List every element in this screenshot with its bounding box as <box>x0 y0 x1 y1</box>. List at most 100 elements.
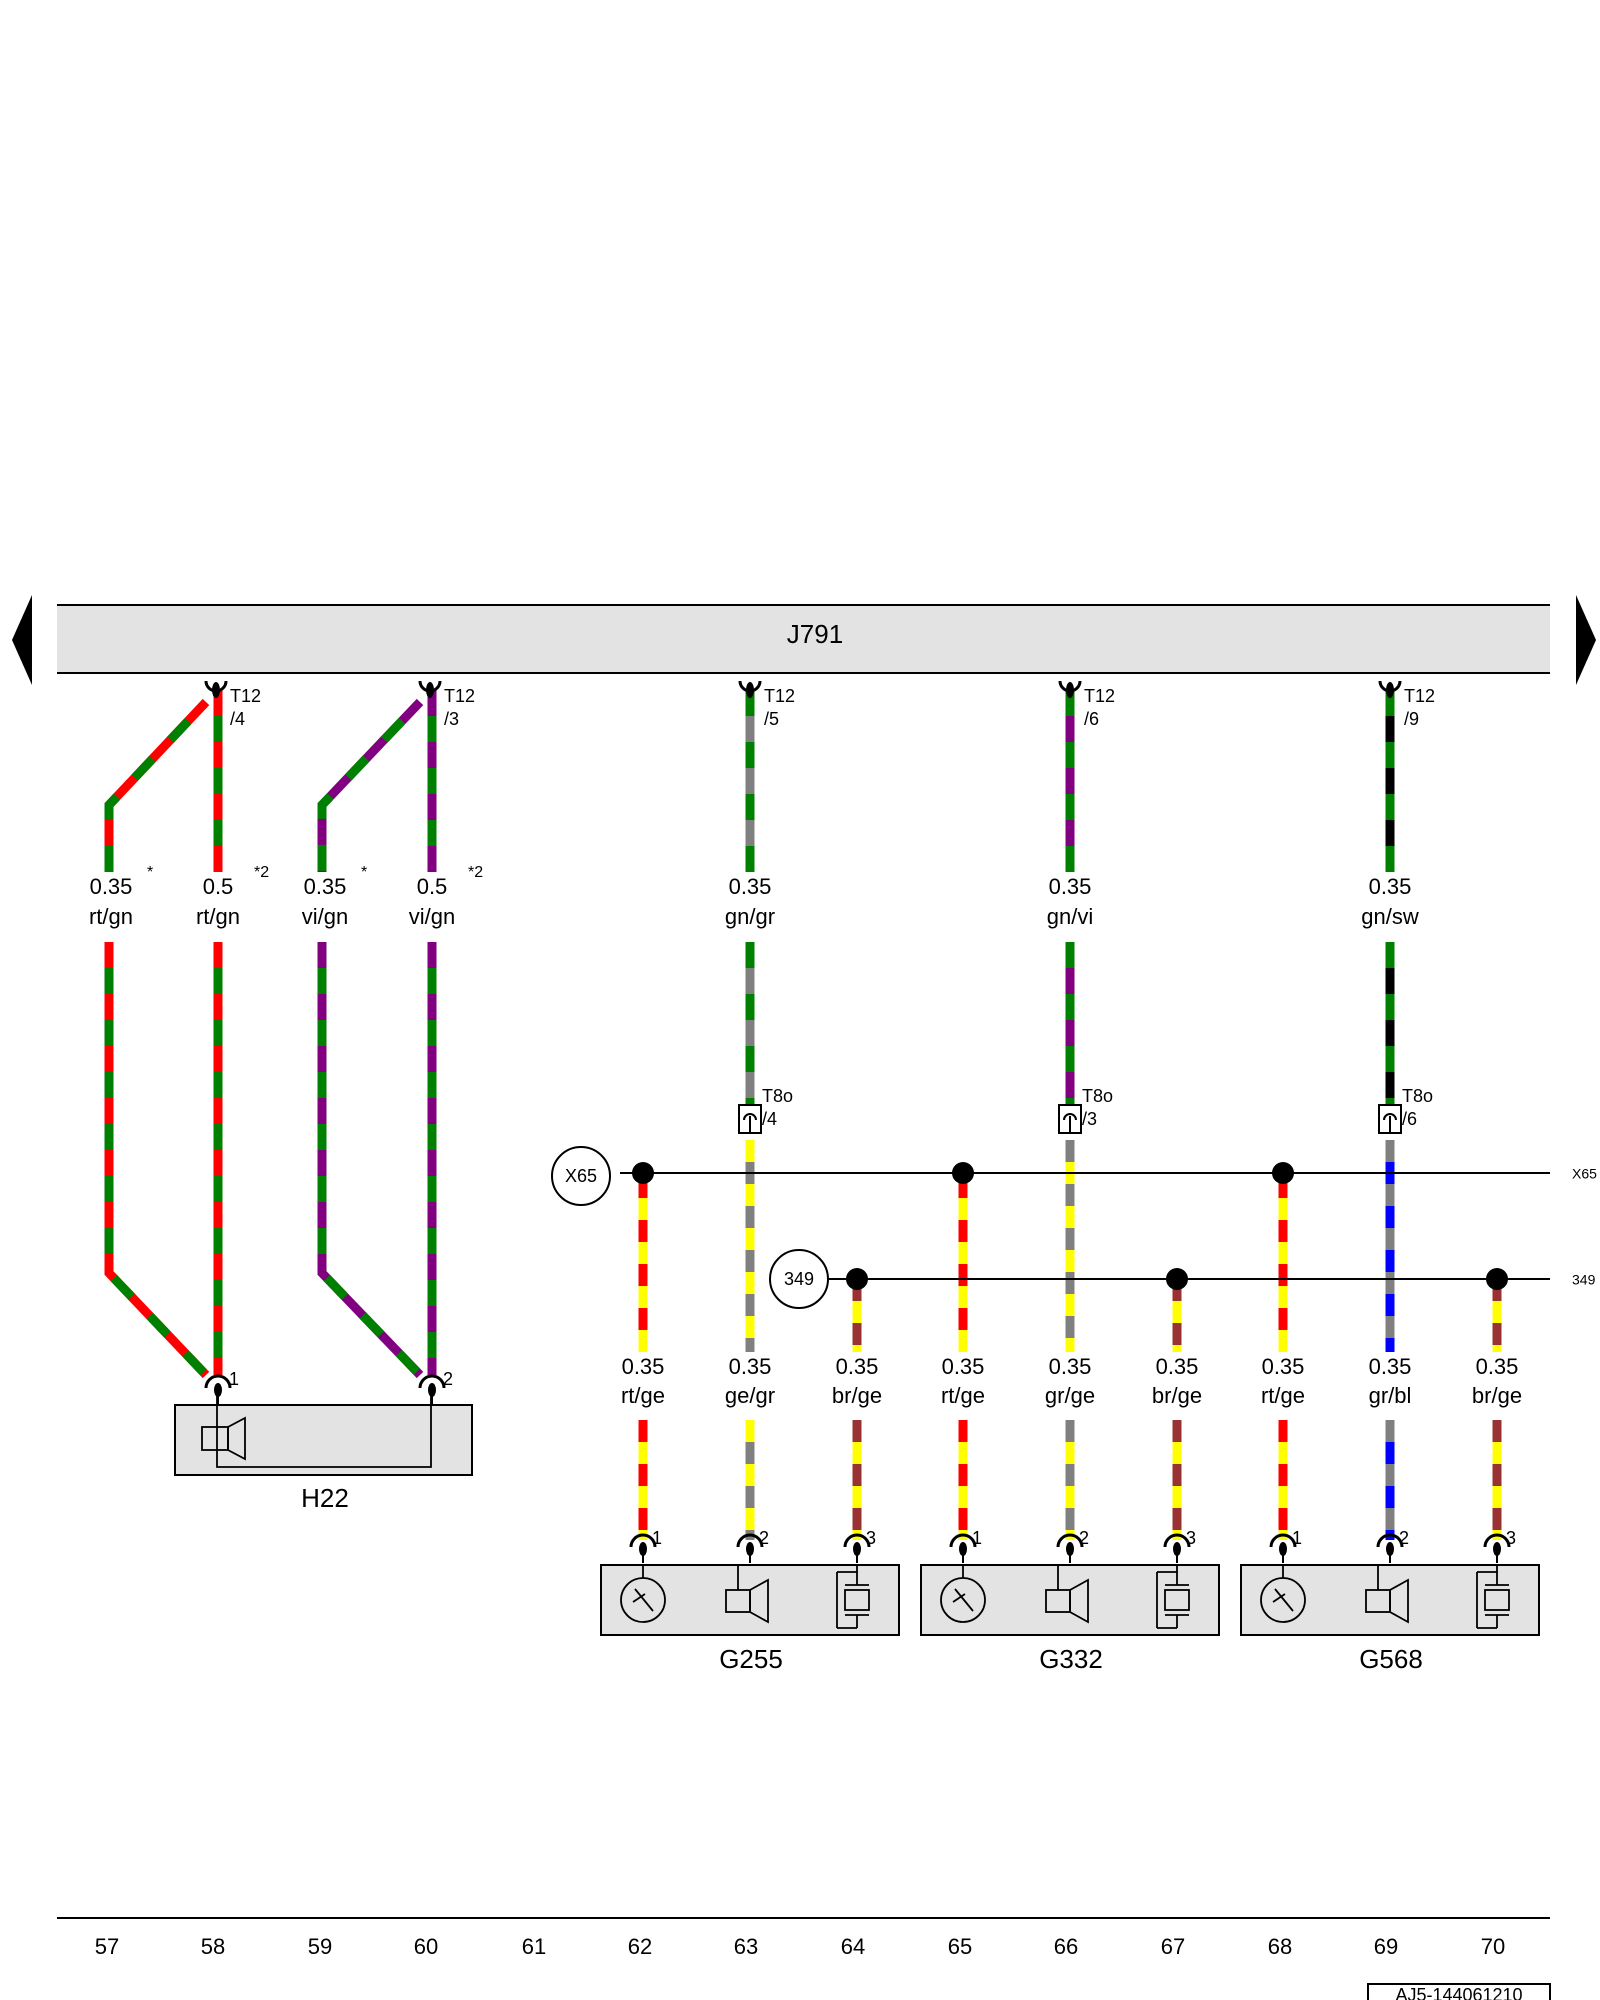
piezo-crystal <box>844 1589 870 1611</box>
lower-wire-8-color: br/ge <box>1472 1383 1522 1408</box>
module-pin-1-connector: T12 <box>444 686 475 706</box>
upper-wire-0-bottom-base <box>104 942 210 1379</box>
junction-dot-1 <box>952 1162 974 1184</box>
bus-349-label: 349 <box>784 1269 814 1289</box>
component-g568-pin-1-contact <box>1279 1542 1287 1556</box>
component-g255-pin-1-label: 1 <box>652 1528 662 1548</box>
component-g255-pin-2-label: 2 <box>759 1528 769 1548</box>
grid-number-57: 57 <box>95 1934 119 1959</box>
module-pin-2-contact <box>746 682 754 698</box>
component-h22-pin-2-label: 2 <box>443 1369 453 1389</box>
lower-wire-0-size: 0.35 <box>622 1354 665 1379</box>
grid-number-60: 60 <box>414 1934 438 1959</box>
wire-label-layer: 0.35rt/gn*0.5rt/gn*20.35vi/gn*0.5vi/gn*2… <box>89 864 1522 1408</box>
sensor-circle-slash <box>1274 1588 1294 1612</box>
bus-x65[interactable]: X65 X65 <box>551 1146 1597 1206</box>
speaker-cone <box>749 1578 769 1624</box>
component-g255-pin-2-contact <box>746 1542 754 1556</box>
component-h22-pin-2-contact <box>428 1383 436 1397</box>
arrow-right-icon[interactable] <box>1576 595 1596 685</box>
reference-tag-label: AJ5-144061210 <box>1395 1985 1522 2000</box>
upper-wire-3-note: *2 <box>468 864 483 881</box>
speaker-icon <box>1365 1565 1409 1624</box>
upper-wire-0-bottom-stripe <box>104 942 210 1379</box>
grid-number-62: 62 <box>628 1934 652 1959</box>
component-g332-pin-3-socket <box>1163 1533 1191 1548</box>
control-module-j791[interactable]: J791 <box>57 604 1550 674</box>
component-g568-pin-2-socket <box>1376 1533 1404 1548</box>
junction-dot-3 <box>846 1268 868 1290</box>
component-g568[interactable]: G568 <box>1240 1564 1540 1674</box>
piezo-element-icon <box>1476 1565 1510 1629</box>
upper-wire-3-size: 0.5 <box>417 874 448 899</box>
lower-wire-6-color: rt/ge <box>1261 1383 1305 1408</box>
component-g332-pin-2-label: 2 <box>1079 1528 1089 1548</box>
upper-wire-2-bottom <box>317 942 424 1379</box>
module-pin-0: T12/4 <box>204 680 261 729</box>
speaker-icon <box>725 1565 769 1624</box>
upper-wire-0-color: rt/gn <box>89 904 133 929</box>
module-pin-4: T12/9 <box>1378 680 1435 729</box>
arrow-left-icon[interactable] <box>12 595 32 685</box>
component-g568-pin-2: 2 <box>1376 1528 1409 1563</box>
component-pin-layer: 1 2 1 2 3 1 2 3 1 2 3 <box>204 1369 1516 1563</box>
component-g332-pin-1-contact <box>959 1542 967 1556</box>
component-g255[interactable]: G255 <box>600 1564 900 1674</box>
lower-wire-3-size: 0.35 <box>942 1354 985 1379</box>
upper-wire-3-color: vi/gn <box>409 904 455 929</box>
component-g568-pin-1-socket <box>1269 1533 1297 1548</box>
sensor-circle-icon <box>940 1565 986 1623</box>
lower-wire-7-color: gr/bl <box>1369 1383 1412 1408</box>
component-g255-pin-3-label: 3 <box>866 1528 876 1548</box>
upper-wire-6-color: gn/sw <box>1361 904 1419 929</box>
grid-number-64: 64 <box>841 1934 865 1959</box>
component-g332-pin-1: 1 <box>949 1528 982 1563</box>
component-g568-pin-3: 3 <box>1483 1528 1516 1563</box>
component-h22[interactable]: H22 <box>174 1396 473 1513</box>
upper-wire-2-top-stripe <box>317 698 424 872</box>
component-g332[interactable]: G332 <box>920 1564 1220 1674</box>
component-h22-pin-2: 2 <box>418 1369 453 1404</box>
lower-wire-0-color: rt/ge <box>621 1383 665 1408</box>
lower-wire-2-color: br/ge <box>832 1383 882 1408</box>
component-h22-box <box>174 1404 473 1476</box>
grid-number-70: 70 <box>1481 1934 1505 1959</box>
component-g332-pin-3: 3 <box>1163 1528 1196 1563</box>
lower-wire-2-size: 0.35 <box>836 1354 879 1379</box>
inline-connector-1: T8o/3 <box>1058 1086 1113 1134</box>
component-g255-label: G255 <box>719 1644 783 1674</box>
component-h22-label: H22 <box>301 1483 349 1513</box>
component-h22-internal-line <box>216 1396 432 1468</box>
component-g332-pin-3-label: 3 <box>1186 1528 1196 1548</box>
component-g568-pin-2-label: 2 <box>1399 1528 1409 1548</box>
bus-x65-end-label: X65 <box>1572 1166 1597 1182</box>
bus-349-badge <box>769 1249 829 1309</box>
upper-wire-4-size: 0.35 <box>729 874 772 899</box>
inline-connector-2-number: /6 <box>1402 1109 1417 1129</box>
upper-wire-1-size: 0.5 <box>203 874 234 899</box>
piezo-element-icon <box>836 1565 870 1629</box>
upper-wire-1-color: rt/gn <box>196 904 240 929</box>
speaker-icon <box>1045 1565 1089 1624</box>
component-g255-pin-2-socket <box>736 1533 764 1548</box>
module-pin-4-number: /9 <box>1404 709 1419 729</box>
module-pin-4-connector: T12 <box>1404 686 1435 706</box>
upper-wire-2-size: 0.35 <box>304 874 347 899</box>
module-pin-3-number: /6 <box>1084 709 1099 729</box>
bus-349[interactable]: 349 349 <box>769 1249 1596 1309</box>
component-h22-pin-1-label: 1 <box>229 1369 239 1389</box>
component-g255-pin-1: 1 <box>629 1528 662 1563</box>
speaker-cone <box>1389 1578 1409 1624</box>
sensor-circle-icon <box>620 1565 666 1623</box>
grid-number-68: 68 <box>1268 1934 1292 1959</box>
component-h22-pin-1-contact <box>214 1383 222 1397</box>
component-g255-pin-3-contact <box>853 1542 861 1556</box>
bus-x65-badge <box>551 1146 611 1206</box>
inline-connector-0-socket <box>743 1113 757 1121</box>
component-h22-pin-2-socket <box>418 1374 446 1389</box>
module-pin-0-number: /4 <box>230 709 245 729</box>
component-g568-pin-1: 1 <box>1269 1528 1302 1563</box>
speaker-icon <box>201 1416 246 1461</box>
control-module-box <box>57 605 1550 673</box>
